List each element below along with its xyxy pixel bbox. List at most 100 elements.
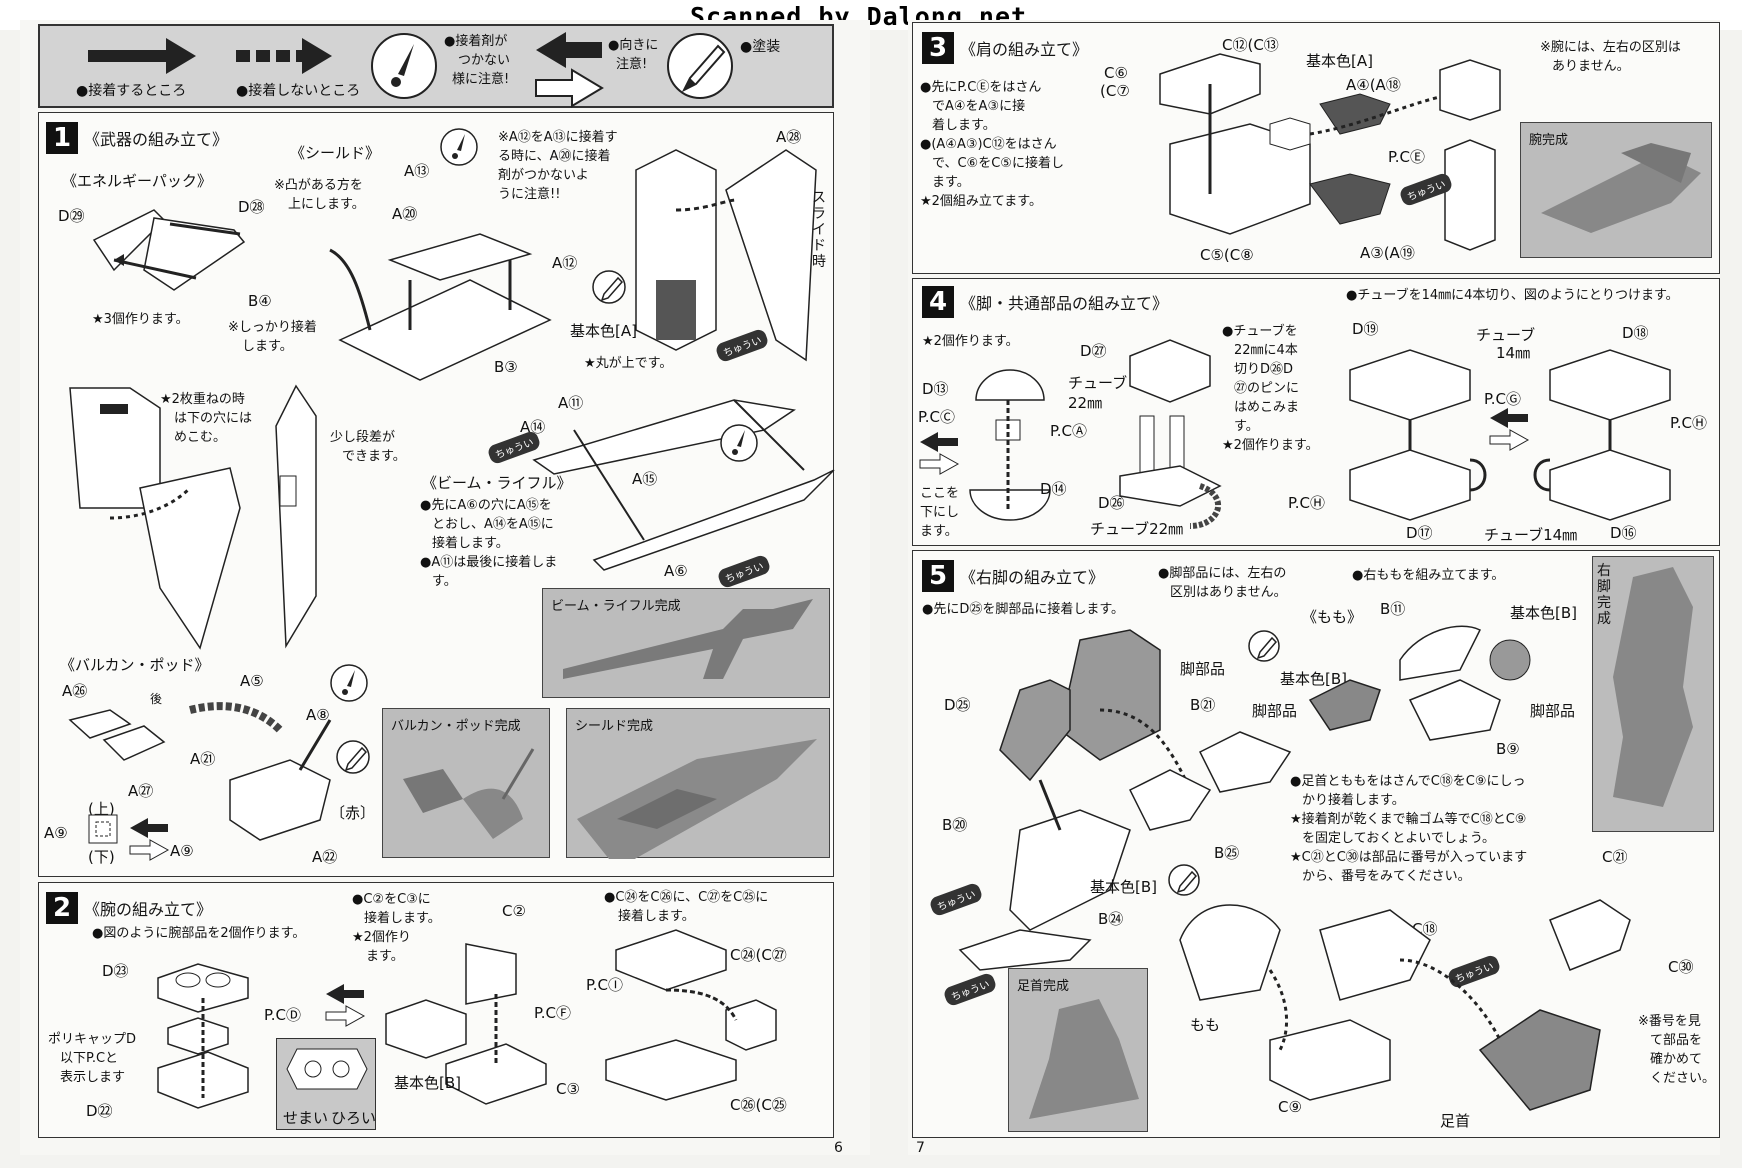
arm-assembly-diagram <box>385 943 547 1105</box>
part-a9-b: A⑨ <box>170 842 194 860</box>
beam-rifle-diagram <box>532 399 835 571</box>
tube-assembly-left <box>1349 349 1487 521</box>
page-number-left: 6 <box>834 1140 843 1156</box>
leg-part-label-3: 脚部品 <box>1530 702 1576 720</box>
part-a9: A⑨ <box>44 824 68 842</box>
part-pch: P.CⒽ <box>1670 414 1707 432</box>
section-3-header: 3《肩の組み立て》 <box>922 32 1088 64</box>
part-b4: B④ <box>248 292 272 310</box>
down-label: (下) <box>88 848 115 866</box>
part-d13: D⑬ <box>922 380 949 398</box>
energy-pack-label: 《エネルギーパック》 <box>62 172 212 190</box>
part-pci: P.CⒾ <box>586 976 623 994</box>
step-number: 3 <box>922 32 954 64</box>
knee-assembly-diagram <box>1179 899 1631 1111</box>
part-a6: A⑥ <box>664 562 688 580</box>
step-number: 4 <box>922 286 954 318</box>
forearm-diagram <box>605 929 777 1101</box>
rifle-notes: ●先にA⑥の穴にA⑮をとおし、A⑭をA⑮に接着します。●A⑪は最後に接着します。 <box>420 498 558 589</box>
step-note: 少し段差ができます。 <box>330 430 406 464</box>
part-d27: D㉗ <box>1080 342 1107 360</box>
base-color-a: 基本色[A] <box>1306 52 1373 70</box>
part-a21: A㉑ <box>190 750 216 768</box>
section-4-header: 4《脚・共通部品の組み立て》 <box>922 286 1168 318</box>
two-layer-note: ★2枚重ねの時は下の穴にはめこむ。 <box>160 392 253 445</box>
part-a27: A㉗ <box>128 782 154 800</box>
arm-complete-label: 腕完成 <box>1529 133 1569 148</box>
section-5-note-2: ●脚部品には、左右の区別はありません。 <box>1158 566 1287 600</box>
leg-assembly-diagram <box>999 629 1202 931</box>
part-a5: A⑤ <box>240 672 264 690</box>
part-c6: C⑥ <box>1104 64 1128 82</box>
part-d17: D⑰ <box>1406 524 1433 542</box>
vulcan-photo-image <box>403 748 535 839</box>
shield-complete-photo: シールド完成 <box>566 708 830 869</box>
tube-22-label: チューブ22㎜ <box>1090 520 1184 538</box>
b25-part-diagram <box>1128 769 1212 831</box>
wide-label: ひろい <box>331 1109 377 1127</box>
ankle-label: 足首 <box>1440 1112 1471 1130</box>
part-a26: A㉖ <box>62 682 88 700</box>
rifle-complete-label: ビーム・ライフル完成 <box>551 599 681 614</box>
tube-14-label: チューブ14㎜ <box>1484 526 1578 544</box>
paint-brush-icon <box>1168 864 1200 896</box>
ankle-pieces-diagram <box>958 929 1092 971</box>
leg-common-diagram <box>1119 339 1222 529</box>
part-a14: A⑭ <box>520 418 546 436</box>
arm-side-note: ※腕には、左右の区別はありません。 <box>1540 40 1681 74</box>
shield-label: 《シールド》 <box>290 144 381 162</box>
slide-label: スライド時 <box>812 190 826 270</box>
part-d29: D㉙ <box>58 207 85 225</box>
direction-arrows-icon <box>919 432 960 475</box>
part-c7: (C⑦ <box>1100 82 1130 100</box>
glue-caution-icon <box>371 33 437 99</box>
step-number: 5 <box>922 560 954 592</box>
part-pcf: P.CⒻ <box>534 1004 571 1022</box>
part-pcg: P.CⒼ <box>1484 390 1521 408</box>
part-d14: D⑭ <box>1040 480 1067 498</box>
beam-rifle-label: 《ビーム・ライフル》 <box>422 474 572 492</box>
a9-detail-icon <box>88 814 118 844</box>
part-a13: A⑬ <box>404 162 430 180</box>
leg-photo-image <box>1613 567 1693 807</box>
thigh-diagram <box>1308 625 1531 741</box>
thigh-label: 《もも》 <box>1302 608 1363 626</box>
bottom-note: ここを下にします。 <box>920 486 960 539</box>
polycap-detail: せまい ひろい <box>276 1038 376 1130</box>
vulcan-pod-diagram <box>68 702 332 841</box>
paint-brush-icon <box>592 270 626 304</box>
ankle-complete-label: 足首完成 <box>1017 979 1070 994</box>
part-pce: P.CⒺ <box>1388 148 1425 166</box>
red-label: 〔赤〕 <box>330 804 376 822</box>
shoulder-diagram <box>1159 53 1461 235</box>
part-c5: C⑤(C⑧ <box>1200 246 1254 264</box>
part-b21: B㉑ <box>1190 696 1216 714</box>
vulcan-pod-label: 《バルカン・ポッド》 <box>60 656 210 674</box>
section-2-glue-note: ●C②をC③に接着します。★2個作ります。 <box>352 892 441 964</box>
paint-brush-icon <box>1248 630 1280 662</box>
leg-part-label-2: 脚部品 <box>1252 702 1298 720</box>
firmly-glue-note: ※しっかり接着します。 <box>228 320 317 354</box>
section-2-title: 《腕の組み立て》 <box>84 900 213 919</box>
section-2-header: 2《腕の組み立て》 <box>46 892 212 924</box>
step-number: 1 <box>46 122 78 154</box>
part-a11: A⑪ <box>558 394 584 412</box>
section-5-note-1: ●先にD㉕を脚部品に接着します。 <box>922 602 1125 617</box>
part-d18: D⑱ <box>1622 324 1649 342</box>
part-d28: D㉘ <box>238 198 265 216</box>
legend-no-glue: ●接着しないところ <box>236 83 361 99</box>
no-glue-arrow-icon <box>236 38 332 74</box>
rifle-photo-image <box>563 599 813 679</box>
part-a15: A⑮ <box>632 470 658 488</box>
part-c26: C㉖(C㉕ <box>730 1096 787 1114</box>
part-c3: C③ <box>556 1080 580 1098</box>
shield-photo-image <box>577 739 817 869</box>
vulcan-complete-photo: バルカン・ポッド完成 <box>382 708 550 858</box>
shield-complete-label: シールド完成 <box>575 719 654 734</box>
ankle-photo-image <box>1029 999 1139 1119</box>
shield-side-diagram <box>275 384 317 649</box>
part-c24: C㉔(C㉗ <box>730 946 787 964</box>
paint-brush-icon <box>667 33 733 99</box>
round-up-note: ★丸が上です。 <box>584 356 673 371</box>
leg-complete-photo: 右脚完成 <box>1592 556 1714 832</box>
